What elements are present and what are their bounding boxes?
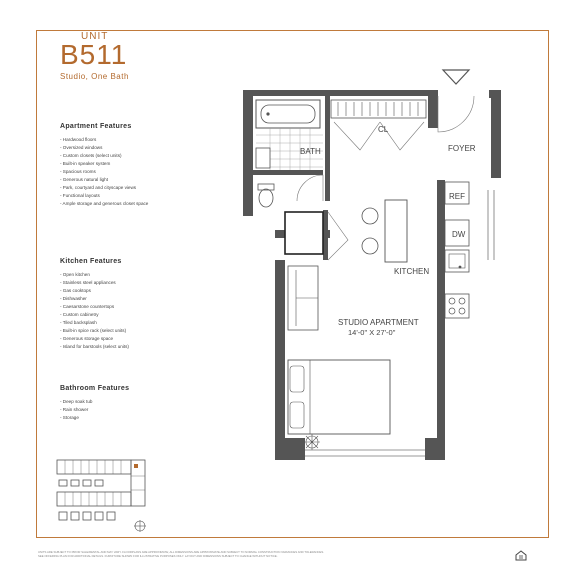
key-plan-upper-block [56,459,132,475]
foyer-label: FOYER [448,144,476,153]
list-item: - Functional layouts [60,193,100,198]
list-item: - Deep soak tub [60,399,93,404]
key-plan [56,459,146,532]
entry-arrow-icon [441,69,471,85]
equal-housing-icon [515,550,527,561]
kitchen-label: KITCHEN [394,267,429,276]
list-item: - Gas cooktops [60,288,91,293]
list-item: - Storage [60,415,79,420]
apartment-features-list: - Hardwood floors - Oversized windows - … [60,136,220,208]
footer-disclaimer-line1: UNITS ARE SUBJECT TO PRIOR SALE/RENTAL A… [38,550,325,554]
kitchen-features-list: - Open kitchen - Stainless steel applian… [60,271,220,351]
list-item: - Built-in spice rack (select units) [60,328,127,333]
unit-location-marker [134,464,138,468]
dishwasher [444,219,470,247]
list-item: - Hardwood floors [60,137,97,142]
bed [287,359,391,435]
bathtub [255,99,321,129]
bath-sink [255,147,271,169]
window-lines [305,190,495,457]
sofa [287,265,319,331]
bath-door-swing [296,174,324,202]
list-item: - Custom closets (select units) [60,153,122,158]
list-item: - Custom cabinetry [60,312,99,317]
studio-label: STUDIO APARTMENT [338,318,419,327]
dw-label: DW [452,230,466,239]
list-item: - Built-in speaker system [60,161,111,166]
north-arrow-icon [134,520,146,532]
ref-label: REF [449,192,465,201]
barstools [361,207,379,255]
kitchen-features-title: Kitchen Features [60,258,122,265]
apartment-features: Apartment Features - Hardwood floors - O… [60,123,220,208]
bath-label: BATH [300,147,321,156]
key-plan-connector [130,459,146,507]
list-item: - Island for barstools (select units) [60,344,129,349]
closet-door-swing [327,211,349,261]
bathroom-features-list: - Deep soak tub - Rain shower - Storage [60,398,220,422]
closet-label: CL [378,125,389,134]
list-item: - Generous storage space [60,336,114,341]
plant-icon [304,434,320,450]
bathroom-features: Bathroom Features - Deep soak tub - Rain… [60,385,220,422]
kitchen-island [384,199,408,263]
apartment-features-title: Apartment Features [60,123,132,130]
cooktop [444,293,470,319]
list-item: - Park, courtyard and cityscape views [60,185,137,190]
kitchen-sink [444,249,470,273]
list-item: - Generous natural light [60,177,109,182]
list-item: - Rain shower [60,407,89,412]
list-item: - Tiled backsplash [60,320,97,325]
toilet [257,183,275,208]
list-item: - Spacious rooms [60,169,96,174]
unit-number: B511 [60,39,128,70]
list-item: - Ample storage and generous closet spac… [60,201,149,206]
list-item: - Caesarstone countertops [60,304,115,309]
list-item: - Oversized windows [60,145,103,150]
unit-label: UNIT [81,31,109,42]
key-plan-lower-block [56,491,132,507]
list-item: - Open kitchen [60,272,90,277]
studio-dimensions: 14'-0" X 27'-0" [348,328,396,337]
floor-plan: BATH CL FOYER REF DW [243,69,501,460]
foyer-door-swing [437,95,475,133]
kitchen-features: Kitchen Features - Open kitchen - Stainl… [60,258,220,351]
bathroom-features-title: Bathroom Features [60,385,130,392]
list-item: - Dishwasher [60,296,87,301]
refrigerator [444,181,470,205]
kitchen-appliances [444,181,470,319]
closet [330,99,427,151]
unit-subtitle: Studio, One Bath [60,72,129,81]
storage-cabinet [284,211,324,255]
footer-disclaimer-line2: SEE OFFERING PLAN FOR ADDITIONAL DETAILS… [38,554,278,558]
list-item: - Stainless steel appliances [60,280,116,285]
